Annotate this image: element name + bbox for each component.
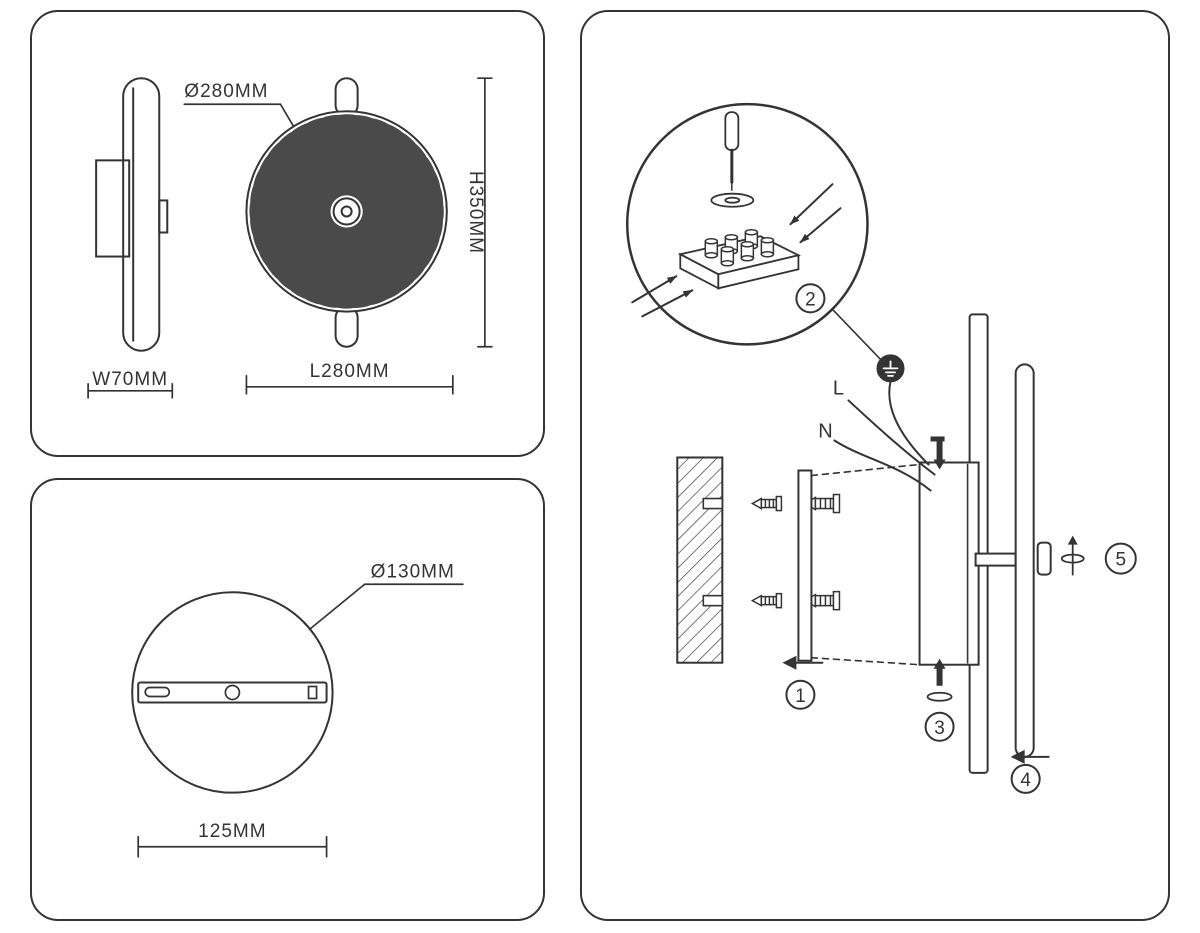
step-4-number: 4 [1020, 770, 1031, 791]
canopy-bottom-bolt-icon [926, 658, 953, 702]
step-4-arrow [1010, 749, 1050, 764]
lamp-front-view [245, 77, 448, 348]
step-2-number: 2 [805, 289, 816, 310]
width-dimension [87, 382, 174, 399]
installation-panel: L N 2 1 3 4 5 [580, 10, 1170, 921]
base-plate-view [131, 591, 334, 794]
width-label: W70MM [92, 369, 168, 390]
wall-section [676, 456, 724, 664]
base-width-dimension [137, 835, 328, 858]
length-dimension [245, 374, 454, 395]
wall-anchor-screws [750, 495, 783, 609]
knob-screw-turn-icon [1060, 535, 1085, 576]
wiring-detail-circle [625, 102, 869, 346]
step-3-badge [924, 711, 955, 742]
dimensions-panel: Ø280MM L280MM W70MM H350MM [30, 10, 545, 457]
diameter-label: Ø280MM [184, 81, 268, 102]
height-label: H350MM [465, 171, 486, 254]
canopy-top-bolt-icon [930, 436, 946, 470]
terminal-block [677, 228, 802, 290]
wire-n-label: N [818, 420, 832, 442]
lamp-side-view [95, 77, 169, 352]
mains-wires [833, 380, 936, 492]
base-dimension-drawing: Ø130MM 125MM [131, 561, 464, 858]
base-dimensions-panel: Ø130MM 125MM [30, 478, 545, 921]
step-1-number: 1 [795, 686, 806, 707]
height-dimension [477, 77, 493, 348]
step-4-badge [1010, 763, 1041, 794]
mounting-bracket [797, 463, 921, 666]
pivot-stem [974, 552, 1017, 567]
step-5-badge [1104, 542, 1137, 575]
step-5-number: 5 [1115, 550, 1126, 571]
base-width-label: 125MM [198, 821, 266, 842]
base-diameter-label: Ø130MM [371, 561, 455, 582]
wire-l-label: L [833, 377, 844, 399]
length-label: L280MM [310, 361, 390, 382]
terminal-screws [704, 228, 775, 267]
step-badges [785, 283, 1137, 794]
ground-icon [831, 308, 905, 383]
base-diameter-dimension [308, 583, 464, 631]
washer-icon [710, 192, 755, 208]
screwdriver-icon [724, 111, 740, 191]
detail-wires [631, 183, 842, 318]
lamp-canopy [918, 461, 980, 666]
starburst-rays [249, 114, 444, 309]
front-side-dimension-drawing: Ø280MM L280MM W70MM H350MM [87, 77, 493, 399]
step-2-badge [795, 283, 826, 314]
step-1-arrow [782, 655, 824, 670]
installation-drawing: L N 2 1 3 4 5 [625, 102, 1137, 794]
step-3-number: 3 [934, 718, 945, 739]
adjustment-knob [1036, 541, 1052, 576]
step-1-badge [785, 679, 816, 710]
light-tube [1014, 363, 1035, 758]
diameter-dimension [183, 103, 295, 128]
